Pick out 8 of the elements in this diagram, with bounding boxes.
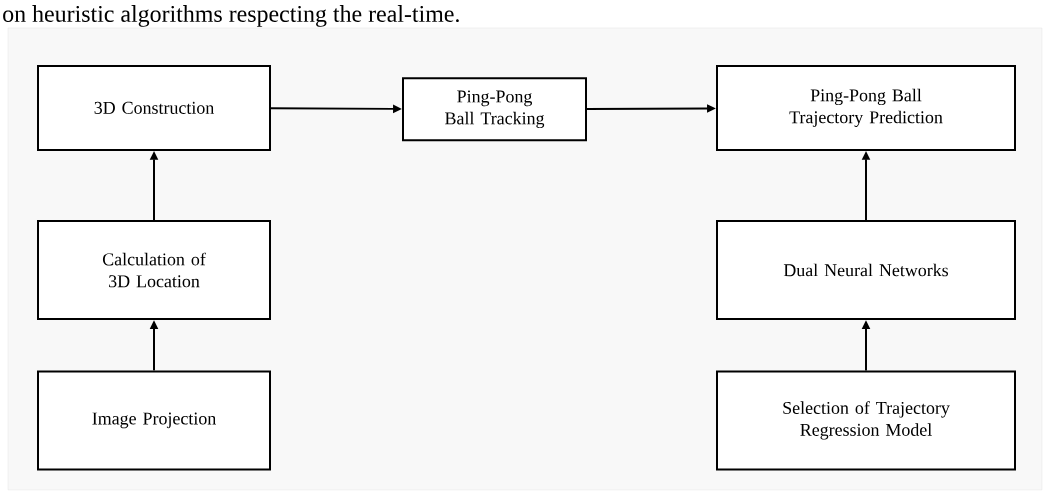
process-box: Calculation of 3D Location xyxy=(37,220,271,320)
process-box: Dual Neural Networks xyxy=(716,220,1016,320)
process-box: Selection of Trajectory Regression Model xyxy=(716,370,1016,471)
process-box: 3D Construction xyxy=(37,64,271,151)
process-box: Ping-Pong Ball Trajectory Prediction xyxy=(716,64,1016,151)
caption-text: on heuristic algorithms respecting the real-time. xyxy=(3,5,459,27)
process-box: Ping-Pong Ball Tracking xyxy=(402,77,587,142)
process-box: Image Projection xyxy=(37,370,271,471)
